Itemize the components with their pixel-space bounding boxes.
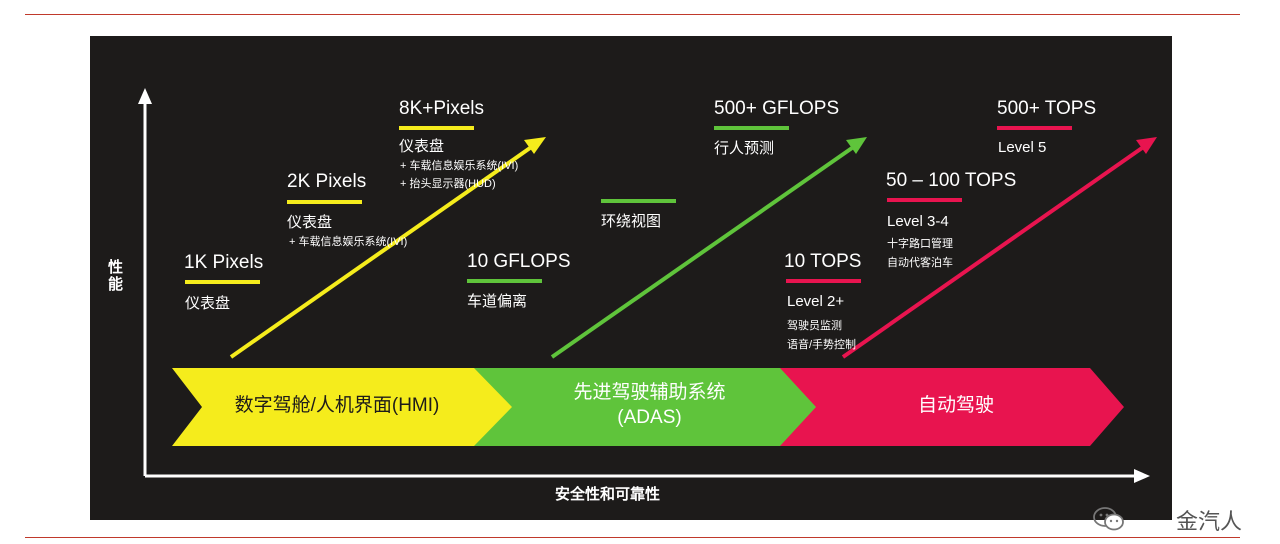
stage-adas-shape — [474, 368, 821, 446]
stage-adas-label-2: (ADAS) — [617, 407, 682, 428]
ad-500tops-title: 500+ TOPS — [997, 98, 1097, 119]
hmi-8k-line2: + 车载信息娱乐系统(IVI) — [400, 160, 519, 172]
watermark-text: 金汽人 — [1175, 509, 1242, 534]
ad-50tops-line2: 十字路口管理 — [887, 238, 953, 250]
ad-10tops-line1: Level 2+ — [787, 293, 845, 310]
stage-ad-label: 自动驾驶 — [917, 395, 994, 416]
y-axis-arrowhead — [138, 88, 152, 104]
stage-hmi-shape — [172, 368, 514, 446]
ad-500tops-line: Level 5 — [998, 139, 1047, 156]
ad-trend-arrowhead — [1136, 137, 1157, 154]
ad-50tops-line3: 自动代客泊车 — [887, 257, 953, 269]
ad-10tops-line3: 语音/手势控制 — [787, 339, 857, 351]
hmi-trend-arrowhead — [524, 137, 546, 154]
ad-500tops-bar — [997, 126, 1072, 130]
wechat-icon — [1093, 507, 1124, 531]
ad-50tops-title: 50 – 100 TOPS — [886, 170, 1017, 191]
adas-surround-bar — [601, 199, 676, 203]
adas-surround-line: 环绕视图 — [601, 213, 662, 230]
x-axis-label: 安全性和可靠性 — [555, 486, 661, 503]
hmi-2k-bar — [287, 200, 362, 204]
diagram-graphics — [138, 88, 1157, 483]
ad-trend-arrow — [841, 146, 1144, 359]
adas-trend-arrow — [550, 146, 854, 359]
hmi-trend-arrow — [229, 146, 532, 359]
y-axis-label: 性能 — [108, 259, 124, 294]
adas-10gflops-bar — [467, 279, 542, 283]
adas-10gflops-line: 车道偏离 — [467, 293, 528, 310]
hmi-8k-title: 8K+Pixels — [399, 98, 485, 119]
stage-adas-label-1: 先进驾驶辅助系统 — [573, 382, 726, 403]
adas-500gflops-bar — [714, 126, 789, 130]
ad-50tops-bar — [887, 198, 962, 202]
ad-10tops-title: 10 TOPS — [784, 251, 862, 272]
hmi-1k-title: 1K Pixels — [184, 252, 264, 273]
ad-10tops-line2: 驾驶员监测 — [787, 320, 842, 332]
bottom-rule — [25, 537, 1240, 538]
ad-10tops-bar — [786, 279, 861, 283]
adas-10gflops-title: 10 GFLOPS — [467, 251, 571, 272]
x-axis-arrowhead — [1134, 469, 1150, 483]
stage-ad-shape — [780, 368, 1124, 446]
hmi-8k-bar — [399, 126, 474, 130]
hmi-1k-bar — [185, 280, 260, 284]
hmi-1k-line: 仪表盘 — [185, 295, 231, 312]
adas-500gflops-line: 行人预测 — [714, 140, 775, 157]
hmi-8k-line3: + 抬头显示器(HUD) — [400, 178, 496, 190]
top-rule — [25, 14, 1240, 15]
hmi-2k-line2: + 车载信息娱乐系统(IVI) — [289, 236, 408, 248]
hmi-2k-line1: 仪表盘 — [287, 214, 333, 231]
hmi-8k-line1: 仪表盘 — [399, 138, 445, 155]
diagram-panel: 性能 安全性和可靠性 1K Pixels 仪表盘 2K Pixels 仪表盘 +… — [90, 36, 1172, 520]
stage-hmi-label: 数字驾舱/人机界面(HMI) — [234, 395, 440, 416]
ad-50tops-line1: Level 3-4 — [887, 213, 949, 230]
hmi-2k-title: 2K Pixels — [287, 171, 367, 192]
adas-trend-arrowhead — [846, 137, 867, 154]
adas-500gflops-title: 500+ GFLOPS — [714, 98, 840, 119]
